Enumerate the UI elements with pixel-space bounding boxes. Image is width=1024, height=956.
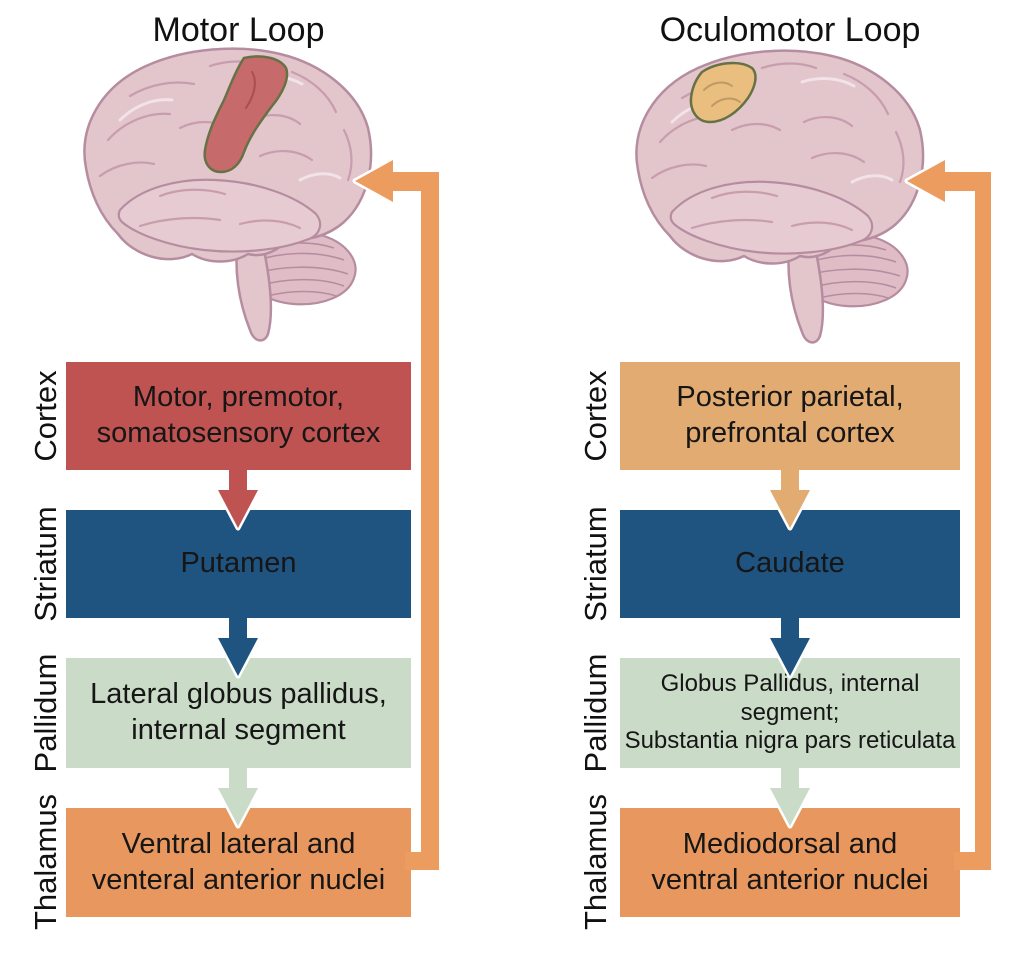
oculomotor-loop-panel: Oculomotor Loop Cortex Striatum Pallidum… <box>512 0 1024 956</box>
motor-cortex-box: Motor, premotor, somatosensory cortex <box>66 362 411 470</box>
caudate-box-text: Caudate <box>735 547 845 580</box>
brain-illustration-oculomotor <box>635 49 925 344</box>
motor-cortex-box-text: Motor, premotor, somatosensory cortex <box>96 381 381 449</box>
motor-loop-title: Motor Loop <box>152 11 325 49</box>
motor-pallidum-box: Lateral globus pallidus, internal segmen… <box>66 658 411 768</box>
oculomotor-pallidum-box-text: Globus Pallidus, internal segment; Subst… <box>624 669 956 755</box>
motor-pallidum-box-text: Lateral globus pallidus, internal segmen… <box>90 678 387 746</box>
caudate-box: Caudate <box>620 510 960 618</box>
pallidum-row-label: Pallidum <box>28 653 63 773</box>
thalamus-row-label: Thalamus <box>578 793 613 931</box>
cortex-row-label: Cortex <box>28 370 63 462</box>
oculomotor-cortex-box-text: Posterior parietal, prefrontal cortex <box>676 381 904 449</box>
striatum-row-label: Striatum <box>28 506 63 622</box>
frontal-eye-field-highlight <box>689 61 757 124</box>
striatum-row-label: Striatum <box>578 506 613 622</box>
motor-thalamus-box: Ventral lateral and venteral anterior nu… <box>66 808 411 917</box>
oculomotor-pallidum-box: Globus Pallidus, internal segment; Subst… <box>620 658 960 768</box>
motor-cortex-highlight <box>203 55 289 174</box>
brain-illustration-motor <box>83 47 373 342</box>
oculomotor-thalamus-box-text: Mediodorsal and ventral anterior nuclei <box>651 827 929 896</box>
motor-thalamus-box-text: Ventral lateral and venteral anterior nu… <box>91 827 386 896</box>
oculomotor-cortex-box: Posterior parietal, prefrontal cortex <box>620 362 960 470</box>
oculomotor-loop-title: Oculomotor Loop <box>659 11 921 49</box>
putamen-box-text: Putamen <box>180 547 297 580</box>
motor-loop-panel: Motor Loop Cortex Striatum Pallidum Thal… <box>28 11 439 931</box>
pallidum-row-label: Pallidum <box>578 653 613 773</box>
oculomotor-thalamus-box: Mediodorsal and ventral anterior nuclei <box>620 808 960 917</box>
cortex-row-label: Cortex <box>578 370 613 462</box>
thalamus-row-label: Thalamus <box>28 793 63 931</box>
putamen-box: Putamen <box>66 510 411 618</box>
